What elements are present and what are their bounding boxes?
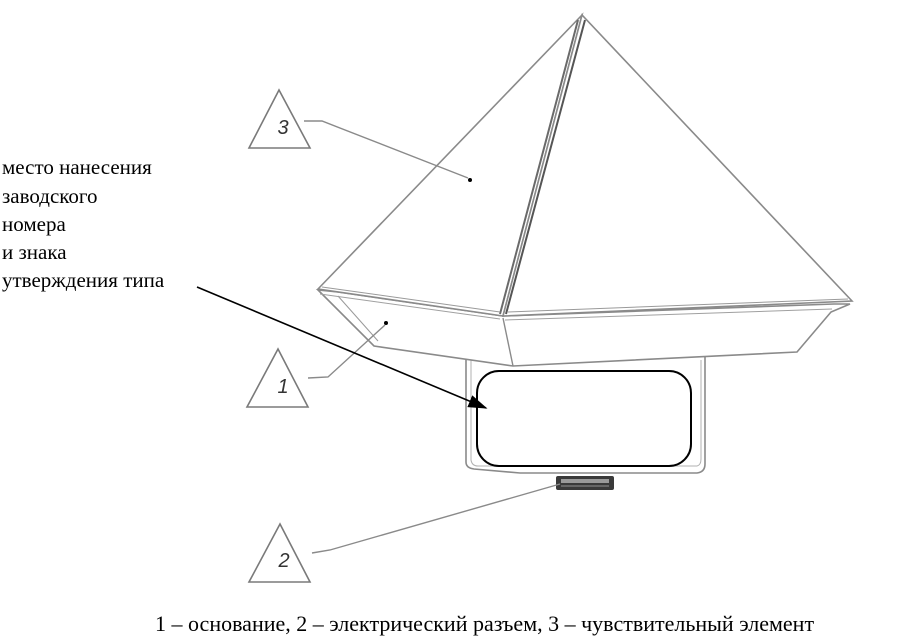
callout-triangle-1: 1 [245,347,310,408]
annotation-line-1: место нанесения [2,155,152,179]
electrical-connector [556,476,614,490]
annotation-line-5: утверждения типа [2,268,165,292]
callout-number-3: 3 [277,117,288,139]
callout-triangle-3: 3 [247,88,312,149]
label-plate [476,370,692,467]
leader-line-2 [311,483,561,554]
leader-dot-sensor [468,178,472,182]
annotation-arrow [196,286,488,409]
leader-dot-base [384,321,388,325]
annotation-line-4: и знака [2,240,67,264]
callout-triangle-2: 2 [247,522,312,583]
figure-caption: 1 – основание, 2 – электрический разъем,… [155,611,815,636]
annotation-line-2: заводского [2,184,98,208]
callout-number-2: 2 [277,550,289,572]
annotation-line-3: номера [2,212,66,236]
leader-line-3 [304,120,469,179]
callout-number-1: 1 [277,376,288,398]
leader-line-1 [307,324,386,379]
pyramid-sensor [316,12,854,317]
